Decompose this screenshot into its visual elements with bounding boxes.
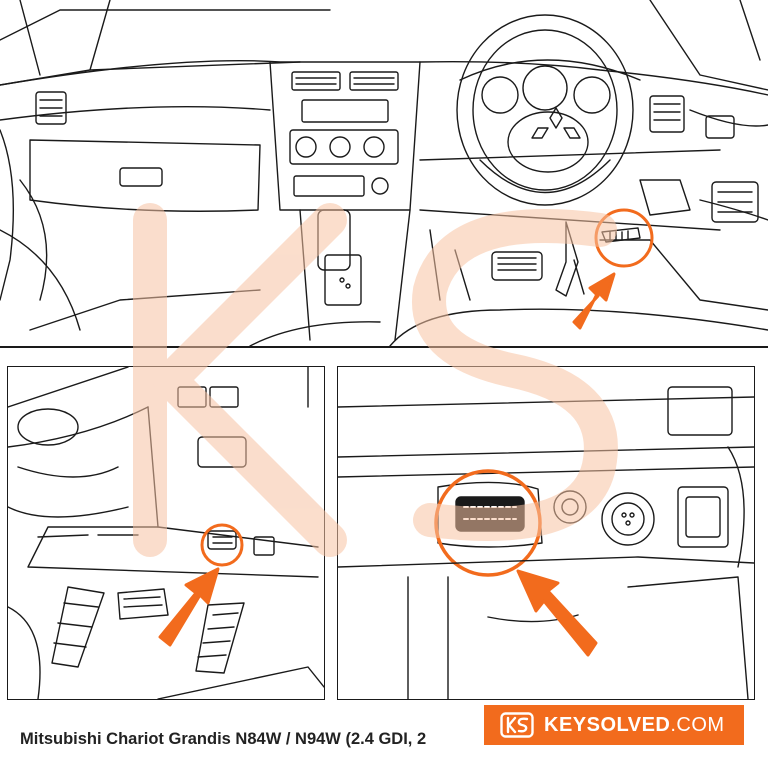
obd-connector-closeup-illustration [337,366,755,700]
dashboard-overview-illustration [0,0,768,346]
fuse-cover [197,436,247,468]
brand-name: KEYSOLVED [544,713,671,736]
keysolved-logo-icon [500,712,534,738]
brake-pedal-detail [117,588,169,620]
keysolved-brand-badge: KEYSOLVED .COM [484,705,744,745]
clutch-area [51,586,105,668]
footwell-detail-illustration [7,366,325,700]
accelerator-pedal [195,602,245,674]
vehicle-caption: Mitsubishi Chariot Grandis N84W / N94W (… [20,730,427,748]
glovebox-handle [119,167,163,187]
brand-tld: .COM [670,713,725,736]
section-divider [0,346,768,348]
radio-display [301,99,389,123]
left-air-vent [35,91,67,125]
obd-connector [455,496,525,532]
window-switch-panel [711,181,759,223]
obd-pointer-arrow-right [516,569,598,657]
obd-pointer-arrow-left [158,567,220,647]
gear-selector [324,254,362,306]
brake-pedal [491,251,543,281]
mitsubishi-logo-icon [531,107,581,139]
center-vent-left [291,71,341,91]
steering-wheel [456,14,634,206]
center-vent-right [349,71,399,91]
